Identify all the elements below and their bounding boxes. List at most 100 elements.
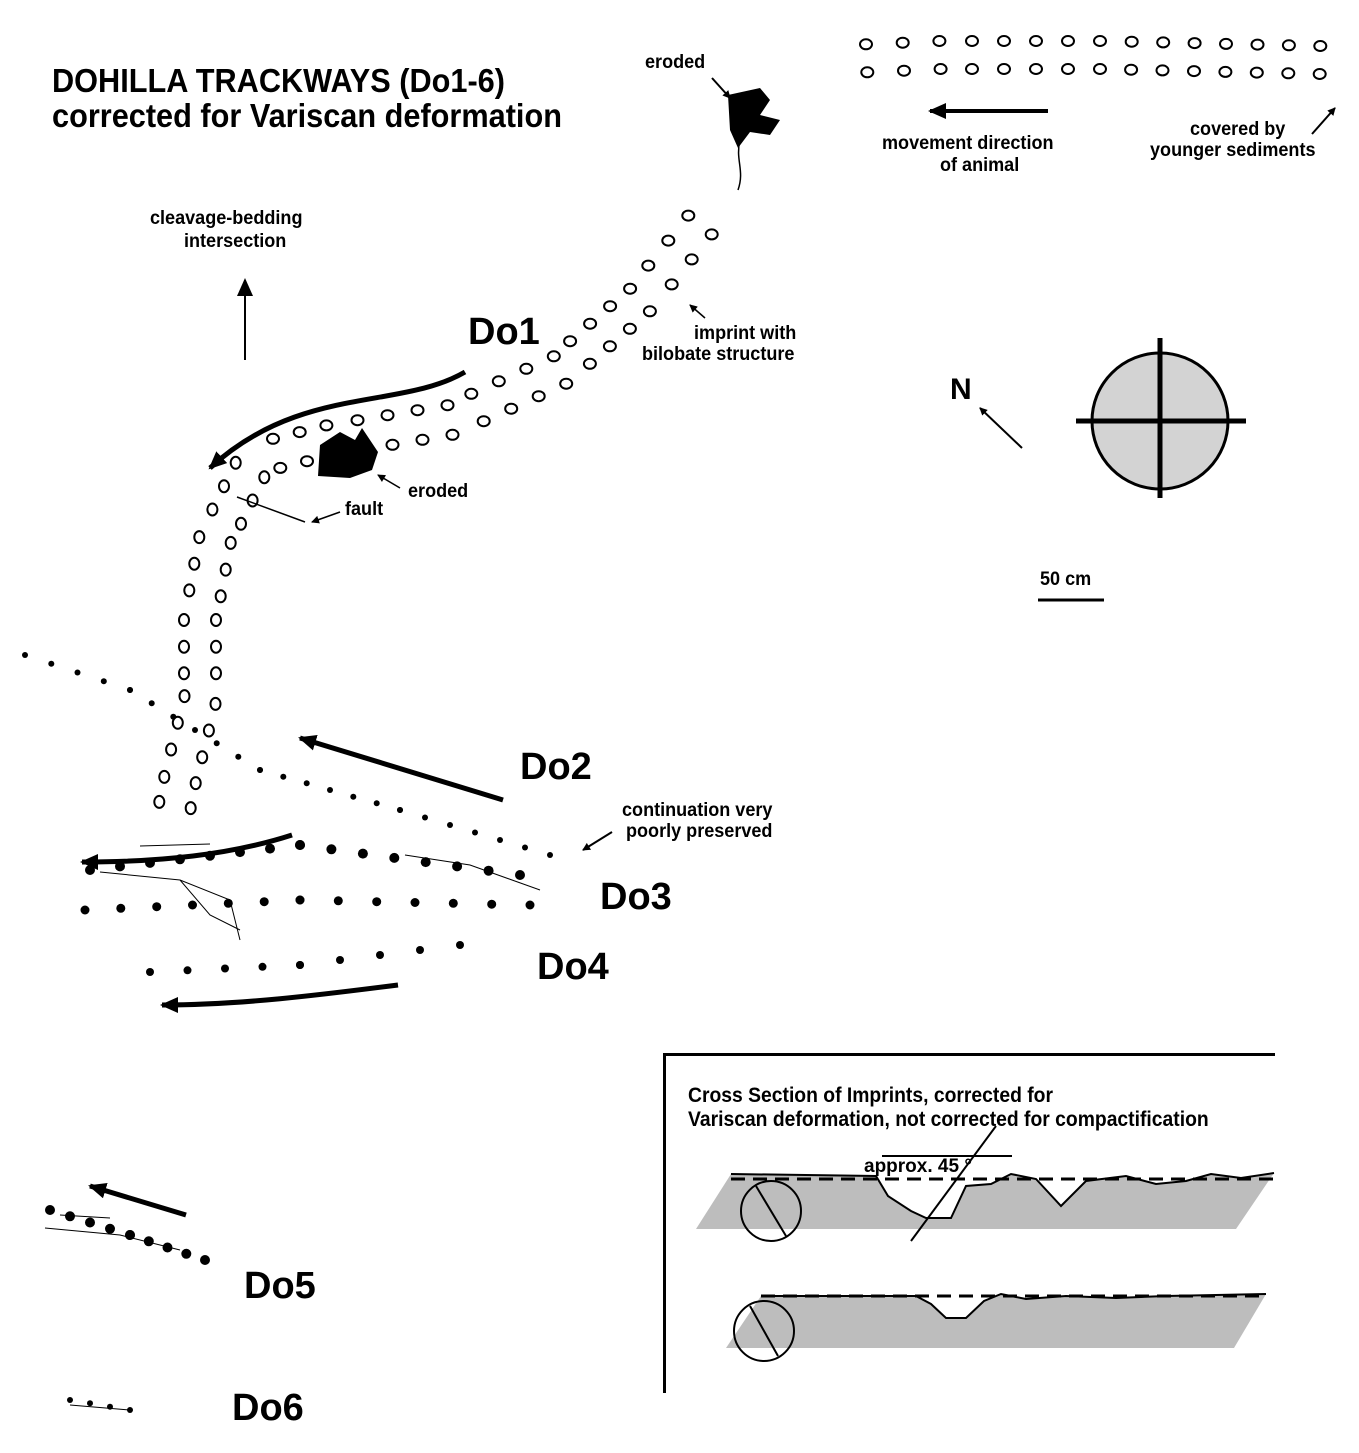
- footprint: [376, 951, 384, 959]
- footprint: [295, 895, 305, 905]
- footprint: [65, 1211, 75, 1222]
- footprint: [170, 713, 177, 720]
- footprint: [300, 455, 314, 468]
- footprint: [965, 35, 979, 47]
- footprint: [1093, 35, 1107, 47]
- continuation-label-2: poorly preserved: [626, 821, 773, 842]
- footprint: [582, 357, 597, 370]
- footprint: [273, 461, 288, 474]
- footprint: [357, 848, 368, 859]
- footprint: [178, 666, 190, 681]
- footprint: [1219, 37, 1233, 50]
- footprint: [193, 530, 206, 545]
- footprint: [373, 800, 380, 807]
- footprint: [684, 253, 699, 266]
- footprint: [1250, 38, 1265, 51]
- footprint: [326, 844, 337, 855]
- footprint: [258, 470, 271, 485]
- footprint: [464, 387, 479, 400]
- footprint: [229, 455, 242, 470]
- footprint: [189, 776, 202, 791]
- footprint: [265, 843, 275, 854]
- eroded-patch-top: [728, 88, 780, 148]
- footprint: [210, 666, 222, 681]
- fault-label: fault: [345, 499, 384, 520]
- footprint: [213, 740, 220, 747]
- footprint: [456, 941, 464, 949]
- continuation-label-1: continuation very: [622, 800, 773, 821]
- footprint: [933, 63, 948, 75]
- footprint: [158, 769, 171, 784]
- title-line-2: corrected for Variscan deformation: [52, 96, 562, 134]
- footprint: [445, 428, 460, 441]
- footprint: [372, 897, 382, 907]
- footprint: [661, 234, 676, 247]
- footprint: [183, 966, 192, 975]
- footprint: [45, 1205, 55, 1215]
- footprint: [206, 502, 219, 517]
- footprint: [497, 837, 503, 843]
- footprint: [1218, 65, 1233, 78]
- footprint: [623, 282, 638, 295]
- footprint: [22, 652, 28, 658]
- do2-movement-arrow: [298, 735, 504, 803]
- imprint-label-2: bilobate structure: [642, 344, 795, 365]
- footprint: [897, 64, 911, 77]
- footprint: [178, 689, 191, 704]
- do1-footprints: [153, 35, 1328, 816]
- footprint: [296, 961, 304, 969]
- footprint: [410, 898, 420, 907]
- cross-section-inset: Cross Section of Imprints, corrected for…: [663, 1053, 1275, 1393]
- footprint: [162, 1242, 173, 1253]
- footprint: [350, 793, 357, 800]
- footprint: [295, 840, 305, 850]
- footprint: [487, 899, 497, 909]
- do4-label: Do4: [537, 946, 609, 988]
- footprint: [525, 900, 535, 910]
- do1-label: Do1: [468, 311, 540, 353]
- footprint: [385, 438, 400, 451]
- upper-cleavage-mark: [755, 1185, 787, 1237]
- footprint: [641, 259, 656, 272]
- fault-pointer: [311, 511, 341, 524]
- footprint: [100, 678, 107, 685]
- footprint: [1093, 63, 1107, 75]
- footprint: [146, 968, 154, 976]
- footprint: [280, 773, 287, 780]
- eroded-patch-mid: [318, 428, 378, 478]
- upper-profile-fill: [696, 1173, 1274, 1229]
- scale-label: 50 cm: [1040, 569, 1092, 590]
- footprint: [997, 35, 1011, 47]
- footprint: [259, 897, 269, 907]
- footprint: [1249, 66, 1264, 79]
- footprint: [221, 964, 229, 973]
- eroded-pointer-top: [711, 77, 731, 99]
- do1-movement-arrow: [208, 369, 467, 470]
- footprint: [1156, 36, 1171, 49]
- footprint: [410, 404, 425, 417]
- footprint: [188, 556, 201, 571]
- footprint: [422, 814, 428, 821]
- footprint: [219, 562, 232, 577]
- footprint: [895, 36, 910, 49]
- footprint: [183, 583, 196, 598]
- cleavage-label-2: intersection: [184, 231, 287, 252]
- footprint: [1029, 35, 1043, 47]
- inset-title-line-2: Variscan deformation, not corrected for …: [688, 1108, 1209, 1132]
- footprint: [200, 1255, 210, 1265]
- footprint: [235, 753, 242, 760]
- footprint: [303, 780, 310, 787]
- footprint: [192, 727, 198, 733]
- footprint: [681, 209, 696, 222]
- footprint: [1281, 67, 1296, 80]
- do4-movement-arrow: [160, 982, 399, 1013]
- footprint: [178, 639, 190, 654]
- footprint: [1155, 64, 1170, 77]
- eroded-label-top: eroded: [645, 52, 706, 73]
- footprint: [188, 900, 197, 910]
- footprint: [257, 767, 263, 773]
- footprint: [420, 857, 431, 868]
- footprint: [333, 896, 343, 906]
- footprint: [202, 723, 215, 738]
- footprint: [860, 66, 875, 79]
